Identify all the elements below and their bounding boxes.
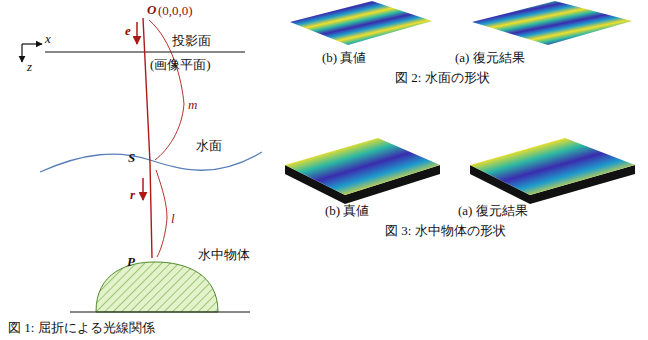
object-true: [285, 138, 440, 195]
length-symbol: l: [171, 211, 175, 226]
figure-caption: 図 3: 水中物体の形状: [385, 223, 506, 238]
point-symbol: P: [127, 254, 135, 269]
vector-symbol: r: [130, 187, 135, 202]
panel-label: (a) 復元結果: [458, 203, 528, 218]
object-restored: [470, 138, 635, 195]
length-brackets: [149, 20, 184, 257]
axis-label: x: [45, 31, 51, 46]
origin-symbol: O: [147, 2, 156, 17]
ground-line: [70, 312, 250, 313]
panel-label: (b) 真値: [325, 203, 369, 218]
surface-true: [290, 1, 432, 45]
origin-coordinates: (0,0,0): [158, 3, 193, 18]
direction-arrows: [137, 22, 143, 200]
vector-symbol: e: [125, 23, 131, 38]
underwater-object: [96, 262, 218, 312]
length-symbol: m: [188, 97, 197, 112]
axis-label: z: [27, 59, 32, 74]
surface-label: 水面: [196, 138, 222, 153]
water-surface: [40, 152, 262, 172]
light-ray: [143, 18, 152, 258]
surface-restored: [472, 1, 632, 45]
point-symbol: S: [128, 150, 135, 165]
figure-caption: 図 1: 屈折による光線関係: [8, 320, 155, 335]
object-label: 水中物体: [198, 247, 250, 262]
plane-label: 投影面: [172, 33, 211, 48]
panel-label: (a) 復元結果: [455, 50, 525, 65]
panel-label: (b) 真値: [322, 50, 366, 65]
plane-label: (画像平面): [150, 57, 211, 72]
figure-caption: 図 2: 水面の形状: [395, 70, 490, 85]
